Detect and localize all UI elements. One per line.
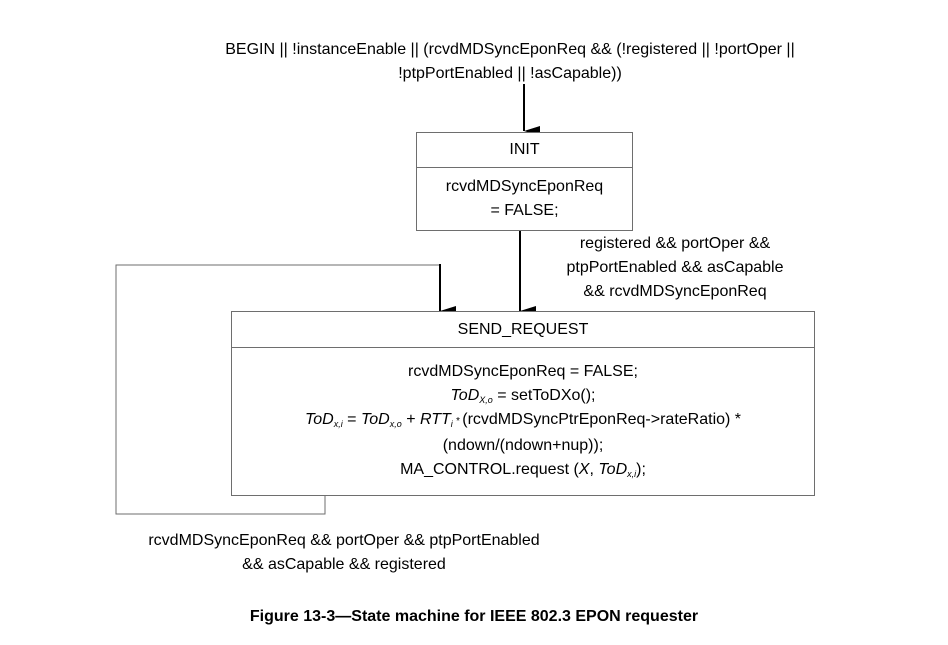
state-init: INIT rcvdMDSyncEponReq = FALSE; (416, 132, 633, 231)
state-send-request-name: SEND_REQUEST (232, 312, 814, 348)
state-send-request-actions: rcvdMDSyncEponReq = FALSE; ToDX,o = setT… (304, 363, 742, 479)
figure-caption: Figure 13-3—State machine for IEEE 802.3… (249, 608, 699, 625)
init-to-send-condition: registered && portOper && ptpPortEnabled… (566, 235, 784, 300)
state-send-request: SEND_REQUEST rcvdMDSyncEponReq = FALSE; … (231, 311, 815, 496)
begin-condition: BEGIN || !instanceEnable || (rcvdMDSyncE… (225, 41, 795, 82)
state-init-name: INIT (417, 133, 632, 168)
state-init-action: rcvdMDSyncEponReq = FALSE; (445, 177, 604, 219)
loop-condition: rcvdMDSyncEponReq && portOper && ptpPort… (148, 532, 540, 573)
